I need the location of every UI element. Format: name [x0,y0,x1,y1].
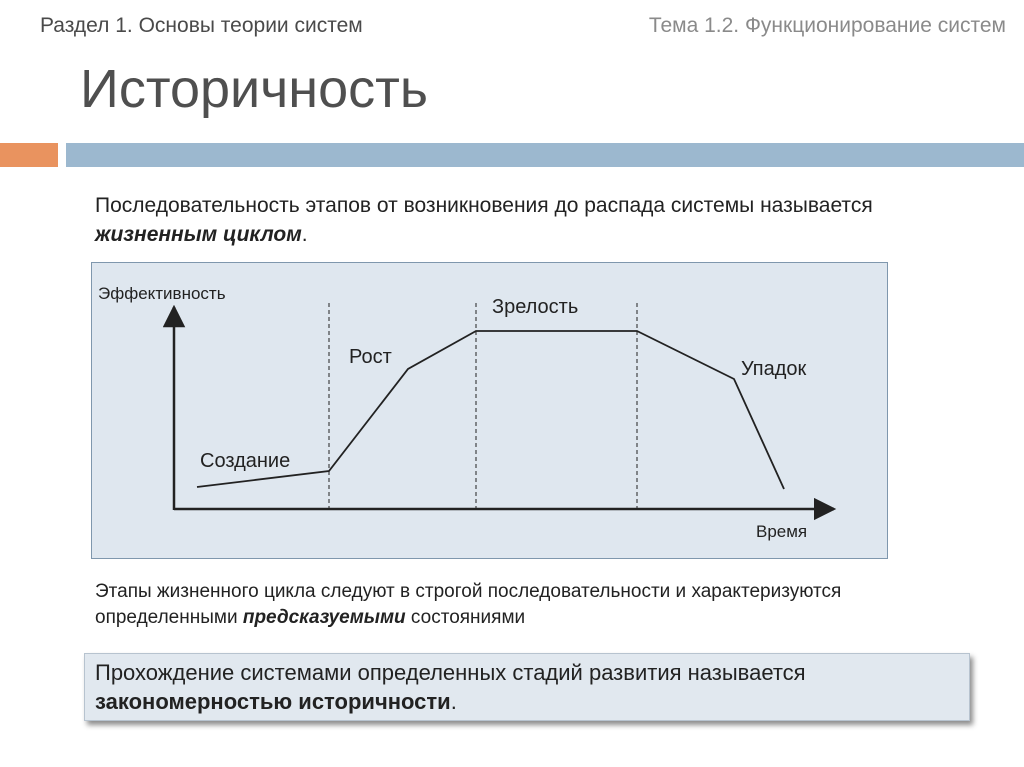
intro-emphasis: жизненным циклом [95,223,302,246]
caption-text: Этапы жизненного цикла следуют в строгой… [95,581,842,628]
stage-label-growth: Рост [349,346,392,368]
note-text: Прохождение системами определенных стади… [95,660,806,685]
life-cycle-diagram: Эффективность Время Создание Рост Зрелос… [91,262,888,559]
caption-emphasis: предсказуемыми [242,607,406,628]
life-cycle-curve [196,330,785,490]
section-header: Раздел 1. Основы теории систем [40,14,363,37]
topic-header: Тема 1.2. Функционирование систем [648,14,1006,37]
stage-label-decline: Упадок [741,358,807,380]
caption-paragraph: Этапы жизненного цикла следуют в строгой… [95,579,955,631]
intro-text: Последовательность этапов от возникновен… [95,194,873,217]
diagram-canvas: Эффективность Время Создание Рост Зрелос… [98,284,837,541]
accent-bar-orange [0,143,58,167]
caption-end: состояниями [405,607,526,628]
x-axis-label: Время [756,522,807,541]
stage-label-maturity: Зрелость [492,296,578,318]
slide-title: Историчность [80,59,429,119]
note-emphasis: закономерностью историчности [95,689,451,714]
intro-paragraph: Последовательность этапов от возникновен… [95,191,955,249]
note-end: . [450,689,457,714]
y-axis-label: Эффективность [98,284,226,303]
intro-end: . [301,223,308,246]
highlight-note: Прохождение системами определенных стади… [84,653,970,721]
accent-bar-blue [66,143,1024,167]
stage-label-creation: Создание [200,450,290,472]
